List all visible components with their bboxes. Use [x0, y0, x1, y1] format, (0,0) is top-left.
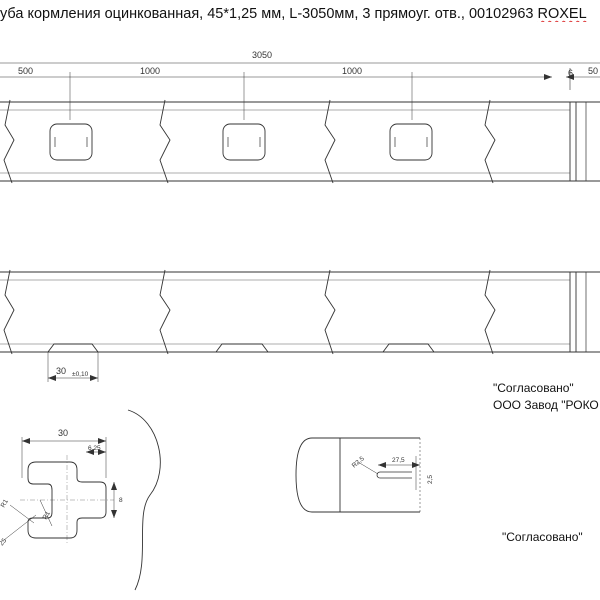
label-pitch-1: 1000	[140, 66, 160, 76]
dimension-labels: 3050 500 1000 1000 6 50 30 ±0,10 30 6,25…	[0, 50, 598, 547]
slot-2	[222, 123, 266, 161]
break-line-1	[3, 99, 15, 184]
drawing-title: уба кормления оцинкованная, 45*1,25 мм, …	[0, 6, 600, 22]
tab-3	[382, 343, 435, 353]
approval-block-2: "Согласовано"	[502, 530, 583, 544]
approval-1-line-2: ООО Завод "РОКО	[493, 398, 599, 412]
label-hole-neck: 6,25	[88, 445, 101, 452]
break-line-3	[324, 99, 336, 184]
approval-1-line-1: "Согласовано"	[493, 381, 574, 395]
slot-1	[49, 123, 93, 161]
label-pitch-2: 1000	[342, 66, 362, 76]
title-text: уба кормления оцинкованная, 45*1,25 мм, …	[0, 6, 538, 22]
label-hole-radius-a: R1	[0, 498, 10, 509]
break-line-2	[159, 99, 171, 184]
label-hole-radius-b: R1	[42, 510, 52, 521]
label-hole-height: 8	[119, 497, 123, 504]
label-end: 50	[588, 66, 598, 76]
label-end-height: 2,5	[427, 475, 434, 484]
tab-1	[47, 343, 99, 353]
end-cap-shape	[295, 437, 340, 513]
tab-2	[215, 343, 269, 353]
label-first: 500	[18, 66, 33, 76]
h-shaped-hole	[27, 461, 107, 539]
break-line-4	[484, 99, 496, 184]
end-slot	[376, 471, 412, 479]
top-view	[0, 62, 600, 184]
approval-2-line-1: "Согласовано"	[502, 530, 583, 544]
label-hole-width: 30	[58, 428, 68, 438]
hole-detail	[3, 409, 161, 591]
end-detail	[295, 437, 421, 513]
label-hole-diameter: 25	[0, 537, 8, 547]
label-tolerance: ±0,10	[72, 371, 89, 378]
side-view	[0, 269, 600, 382]
label-end-length: 27,5	[392, 457, 405, 464]
label-socket: 6	[568, 68, 573, 78]
title-spellcheck-word: ROXEL	[537, 6, 587, 22]
detail-break-boundary	[127, 409, 161, 591]
label-total: 3050	[252, 50, 272, 60]
label-end-radius: R2,5	[351, 455, 366, 469]
approval-block-1: "Согласовано" ООО Завод "РОКО	[493, 380, 599, 414]
slot-3	[389, 123, 433, 161]
label-slot-width: 30	[56, 366, 66, 376]
